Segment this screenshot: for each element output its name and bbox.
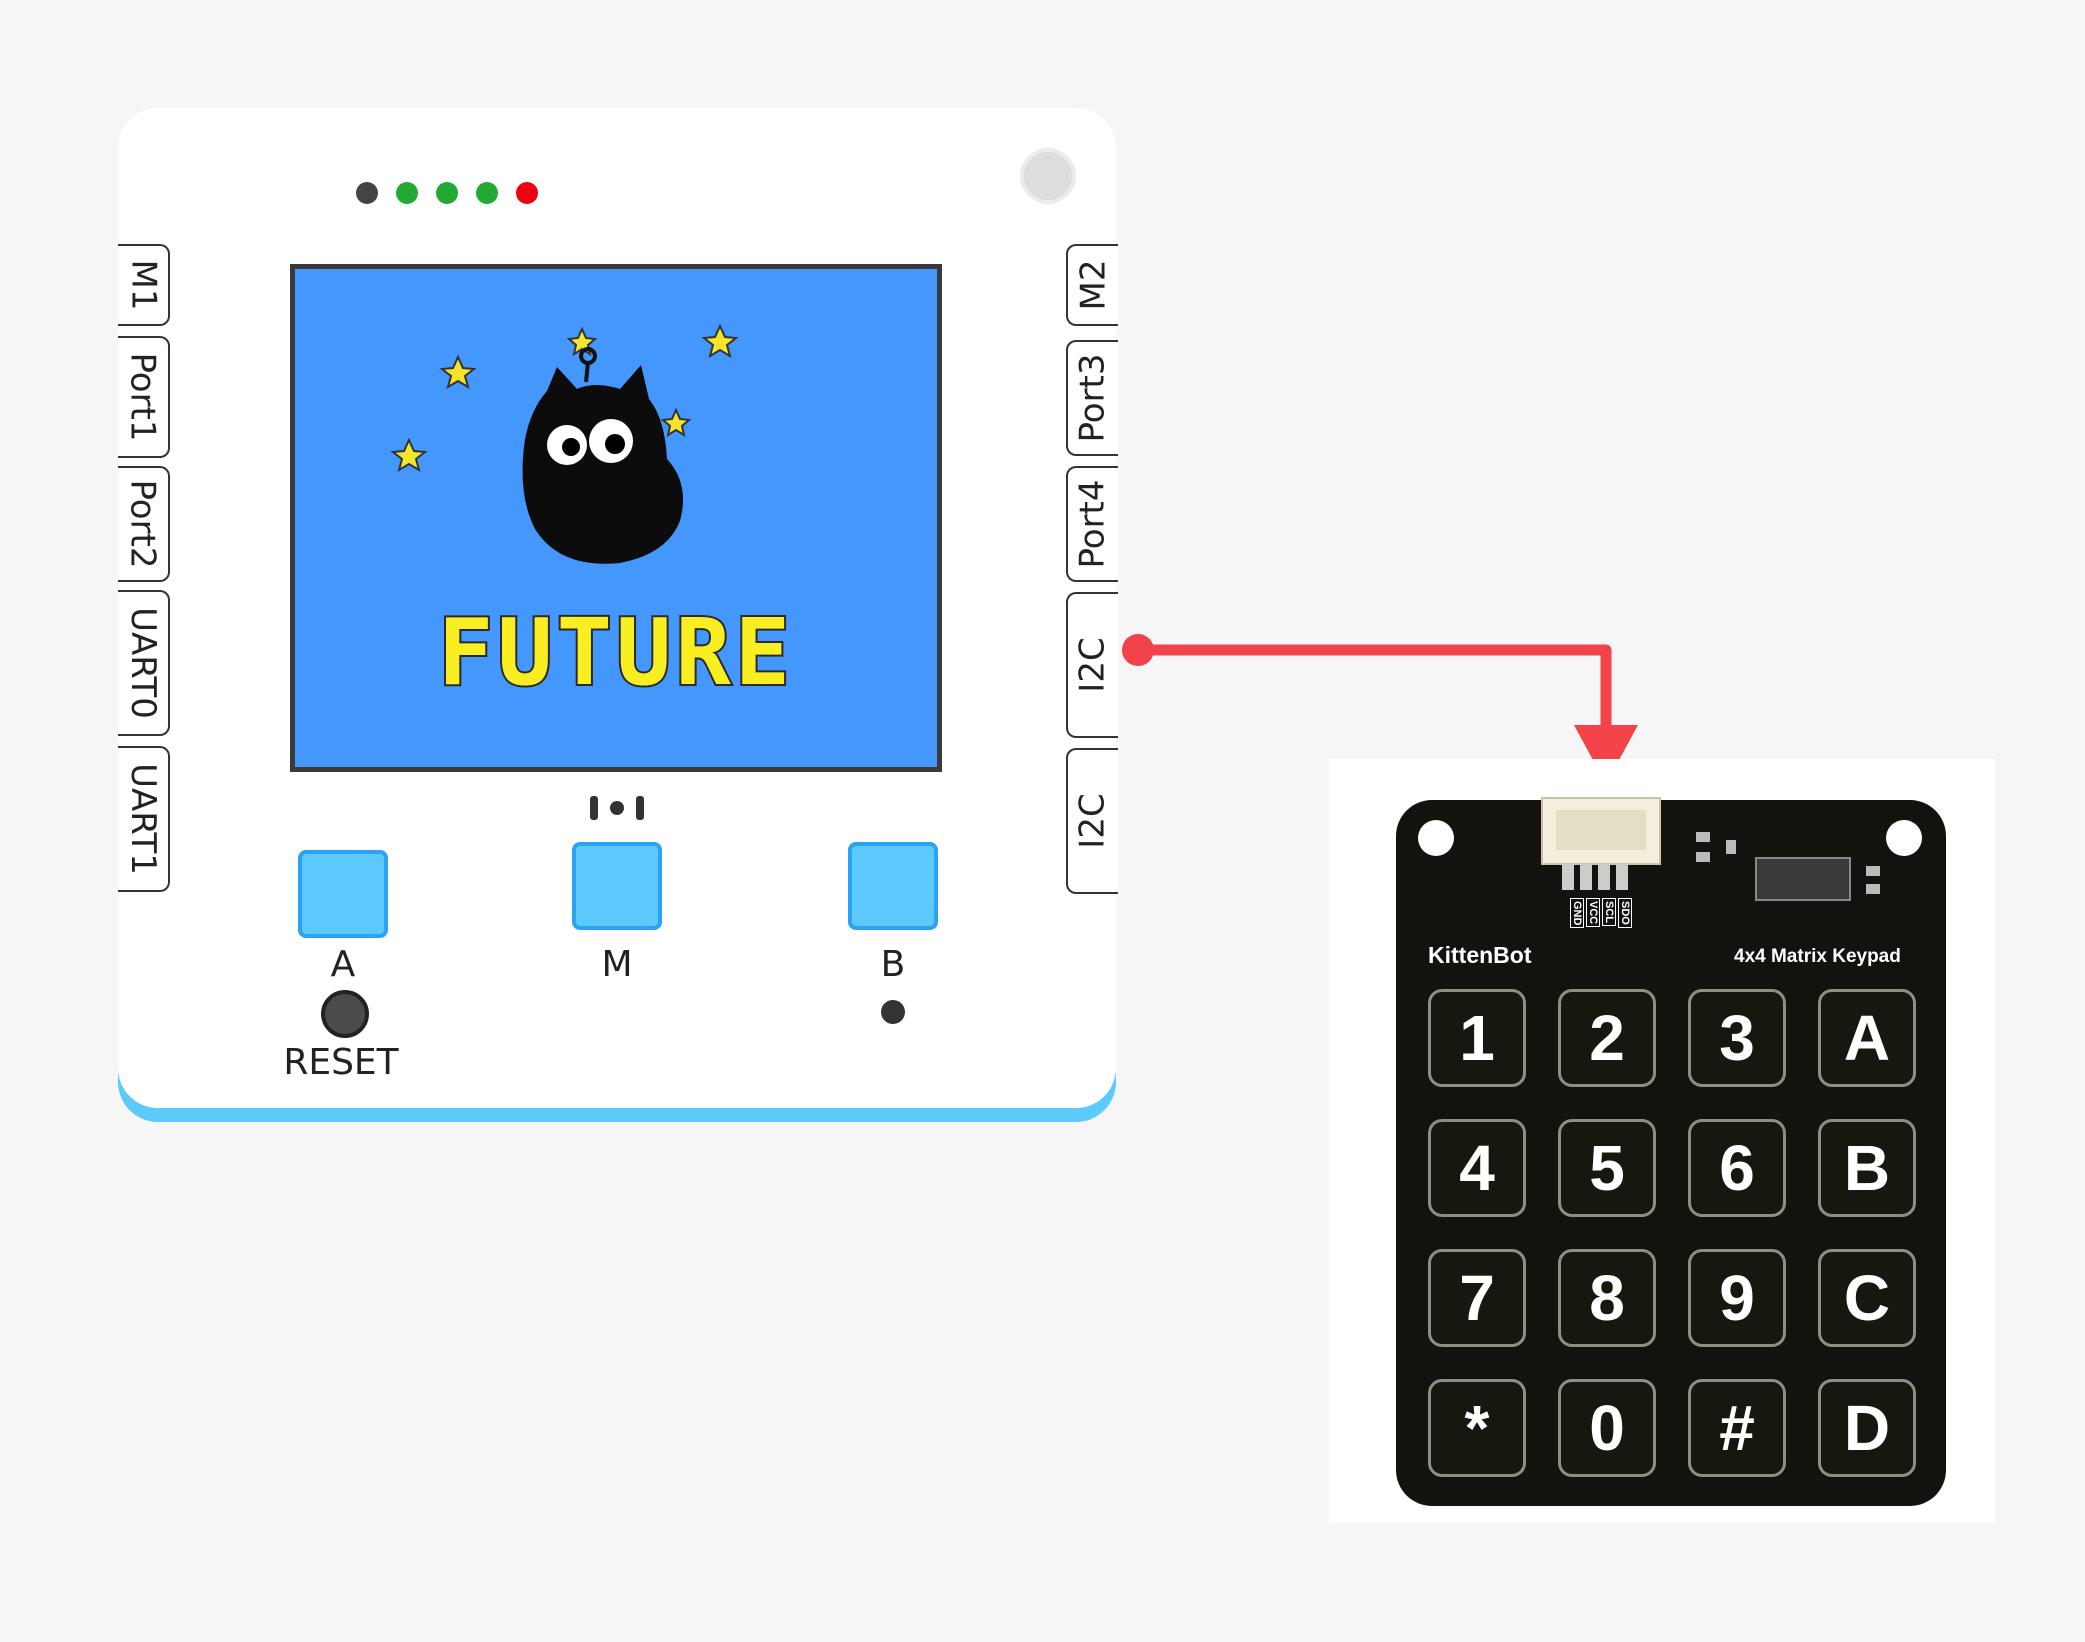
status-led xyxy=(516,182,538,204)
port-port2: Port2 xyxy=(118,466,170,582)
pin-label: GND xyxy=(1570,898,1584,929)
key-4[interactable]: 4 xyxy=(1428,1119,1526,1217)
screen-title: FUTURE xyxy=(436,597,795,708)
reset-button[interactable] xyxy=(321,990,369,1038)
status-led xyxy=(476,182,498,204)
keypad-brand: KittenBot xyxy=(1428,942,1532,968)
keypad-title: 4x4 Matrix Keypad xyxy=(1734,946,1901,967)
port-uart1: UART1 xyxy=(118,746,170,892)
button-b[interactable] xyxy=(848,842,938,930)
pcb-components xyxy=(1541,797,1880,901)
key-2[interactable]: 2 xyxy=(1558,989,1656,1087)
key-6[interactable]: 6 xyxy=(1688,1119,1786,1217)
chip-icon xyxy=(1755,857,1851,901)
key-1[interactable]: 1 xyxy=(1428,989,1526,1087)
key-*[interactable]: * xyxy=(1428,1379,1526,1477)
port-i2c-1: I2C xyxy=(1066,592,1118,738)
button-m-label: M xyxy=(601,944,633,985)
port-port4: Port4 xyxy=(1066,466,1118,582)
star-icon xyxy=(439,354,477,390)
cat-icon xyxy=(522,347,684,564)
key-#[interactable]: # xyxy=(1688,1379,1786,1477)
key-8[interactable]: 8 xyxy=(1558,1249,1656,1347)
mounting-hole xyxy=(1886,820,1922,856)
button-m[interactable] xyxy=(572,842,662,930)
key-A[interactable]: A xyxy=(1818,989,1916,1087)
button-a[interactable] xyxy=(298,850,388,938)
port-port1: Port1 xyxy=(118,336,170,458)
port-m1: M1 xyxy=(118,244,170,326)
star-icon xyxy=(701,323,739,359)
star-icons xyxy=(390,323,739,473)
display-screen: FUTURE xyxy=(290,264,942,772)
port-port3: Port3 xyxy=(1066,340,1118,456)
button-b-label: B xyxy=(880,944,906,985)
status-led xyxy=(436,182,458,204)
reset-label: RESET xyxy=(283,1042,399,1083)
status-led xyxy=(356,182,378,204)
key-9[interactable]: 9 xyxy=(1688,1249,1786,1347)
pin-label: SDO xyxy=(1618,898,1632,928)
screen-art xyxy=(390,323,739,564)
key-0[interactable]: 0 xyxy=(1558,1379,1656,1477)
mounting-hole xyxy=(1020,148,1076,204)
pin-label: SCL xyxy=(1602,898,1616,926)
button-a-label: A xyxy=(330,944,356,985)
microphone-icon xyxy=(590,796,644,820)
star-icon xyxy=(390,437,428,473)
key-7[interactable]: 7 xyxy=(1428,1249,1526,1347)
port-i2c-2: I2C xyxy=(1066,748,1118,894)
connection-line xyxy=(1138,644,1612,730)
pin-label: VCC xyxy=(1586,898,1600,928)
key-5[interactable]: 5 xyxy=(1558,1119,1656,1217)
mounting-hole xyxy=(1418,820,1454,856)
key-3[interactable]: 3 xyxy=(1688,989,1786,1087)
arrowhead-icon xyxy=(1574,725,1638,784)
key-D[interactable]: D xyxy=(1818,1379,1916,1477)
port-uart0: UART0 xyxy=(118,590,170,736)
indicator-dot xyxy=(881,1000,905,1024)
key-B[interactable]: B xyxy=(1818,1119,1916,1217)
star-icon xyxy=(660,407,692,438)
key-C[interactable]: C xyxy=(1818,1249,1916,1347)
port-m2: M2 xyxy=(1066,244,1118,326)
status-led xyxy=(396,182,418,204)
